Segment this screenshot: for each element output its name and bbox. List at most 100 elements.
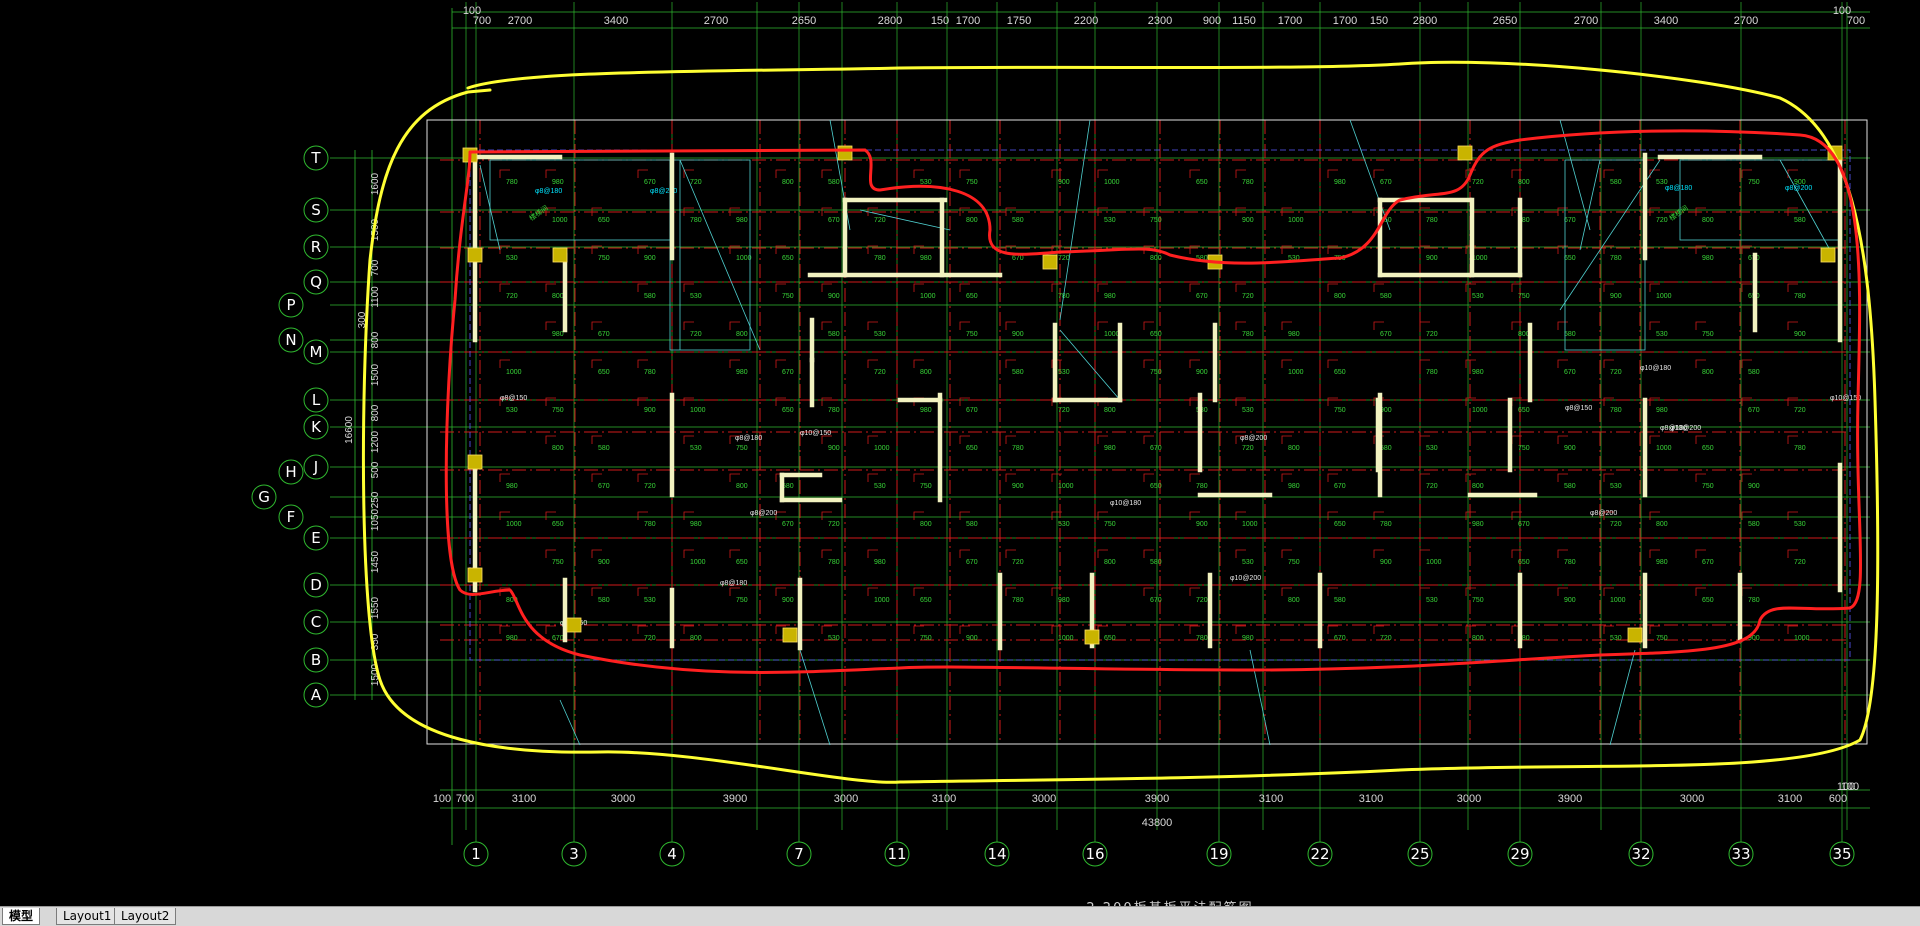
rebar-length: 670 [966,407,978,414]
row-axis-label: G [258,488,270,506]
rebar-length: 650 [552,521,564,528]
rebar-length: 580 [1748,369,1760,376]
rebar-length: 900 [1242,217,1254,224]
rebar-length: 650 [966,445,978,452]
rebar-length: 720 [1794,559,1806,566]
rebar-length: 980 [552,179,564,186]
rebar-mark [1741,283,1752,292]
rebar-mark [683,321,694,330]
rebar-mark [959,435,970,444]
rebar-mark [775,245,786,254]
rebar-mark [867,245,878,254]
shaft-line [1779,159,1831,251]
column-axis-bubble [1206,841,1232,867]
rebar-mark [913,625,924,634]
rebar-mark [1419,245,1430,254]
rebar-length: 530 [1656,331,1668,338]
rebar-length: 650 [1104,635,1116,642]
tab-layout1[interactable]: Layout1 [56,908,119,925]
column-axis-label: 11 [887,845,906,863]
column-axis-bubble [659,841,685,867]
rebar-mark [1603,359,1614,368]
top-dimension: 2800 [878,15,902,27]
rebar-mark [1189,397,1200,406]
rebar-mark [729,321,740,330]
rebar-mark [729,587,740,596]
rebar-note: φ8@150 [1565,405,1592,412]
rebar-length: 720 [1058,407,1070,414]
rebar-length: 580 [1012,217,1024,224]
top-dimension: 2200 [1074,15,1098,27]
rebar-length: 580 [1794,217,1806,224]
rebar-mark [1189,169,1200,178]
rebar-mark [1281,321,1292,330]
column [1042,254,1058,270]
rebar-length: 750 [920,483,932,490]
rebar-length: 720 [1012,559,1024,566]
rebar-length: 650 [782,255,794,262]
column-axis-label: 29 [1510,845,1529,863]
top-dimension: 700 [473,15,491,27]
rebar-mark [1419,549,1430,558]
rebar-mark [1649,321,1660,330]
rebar-mark [683,511,694,520]
slab-outline [469,149,1851,661]
rebar-length: 670 [1334,635,1346,642]
cad-model-space[interactable]: 780 980 670 720 800 580 530 750 900 1000 650 780 980… [0,0,1920,906]
rebar-mark [1373,511,1384,520]
rebar-length: 780 [1610,255,1622,262]
column-axis-bubble [786,841,812,867]
rebar-length: 980 [920,255,932,262]
rebar-mark [1189,625,1200,634]
rebar-mark [1327,397,1338,406]
rebar-mark [867,587,878,596]
column-axis-label: 14 [987,845,1006,863]
rebar-mark [1511,511,1522,520]
rebar-length: 980 [1104,445,1116,452]
rebar-length: 670 [552,635,564,642]
rebar-mark [959,169,970,178]
left-dimension: 500 [370,461,381,478]
rebar-mark [1511,549,1522,558]
top-dimension: 2700 [508,15,532,27]
rebar-mark [1787,169,1798,178]
column-axis-label: 7 [794,845,804,863]
rebar-length: 750 [552,407,564,414]
rebar-mark [775,359,786,368]
rebar-length: 580 [1380,293,1392,300]
rebar-mark [1327,245,1338,254]
rebar-length: 800 [690,635,702,642]
rebar-mark [821,207,832,216]
column-axis-bubble [984,841,1010,867]
rebar-mark [1189,473,1200,482]
rebar-mark [1327,473,1338,482]
tab-layout2[interactable]: Layout2 [114,908,177,925]
rebar-length: 650 [1702,597,1714,604]
rebar-mark [1327,359,1338,368]
rebar-mark [1649,169,1660,178]
rebar-mark [499,359,510,368]
tab-model[interactable]: 模型 [2,908,41,925]
rebar-note: φ8@180 [1660,425,1687,432]
rebar-length: 980 [506,635,518,642]
column-axis-label: 33 [1731,845,1750,863]
rebar-length: 750 [1518,445,1530,452]
rebar-length: 780 [1794,293,1806,300]
rebar-mark [1189,359,1200,368]
rebar-length: 750 [1288,559,1300,566]
top-dimension: 150 [1370,15,1388,27]
rebar-mark [591,321,602,330]
rebar-mark [1787,283,1798,292]
rebar-mark [1189,283,1200,292]
floor-plan-drawing[interactable]: 780 980 670 720 800 580 530 750 900 1000 650 780 980… [0,0,1920,906]
rebar-length: 980 [736,217,748,224]
rebar-mark [1051,359,1062,368]
rebar-length: 900 [1380,559,1392,566]
rebar-mark [1281,207,1292,216]
rebar-length: 580 [1380,445,1392,452]
rebar-mark [1649,283,1660,292]
rebar-mark [545,549,556,558]
rebar-length: 720 [1794,407,1806,414]
rebar-length: 1000 [874,597,890,604]
rebar-mark [1005,549,1016,558]
